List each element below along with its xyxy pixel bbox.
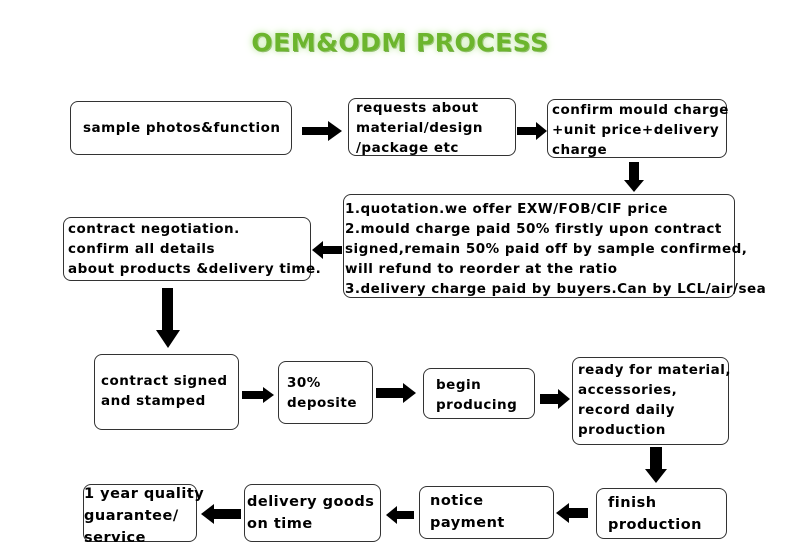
arrow-right-icon xyxy=(517,122,547,140)
step-signed: contract signed and stamped xyxy=(94,354,239,430)
step-text-line: deposite xyxy=(287,395,358,411)
step-text-line: delivery goods xyxy=(247,494,375,510)
arrow-right-icon xyxy=(376,383,416,403)
step-confirm-mould: confirm mould charge +unit price+deliver… xyxy=(547,99,729,158)
arrow-right-icon xyxy=(302,121,342,141)
step-text-line: signed,remain 50% paid off by sample con… xyxy=(345,241,748,257)
step-text-line: accessories, xyxy=(578,382,678,398)
step-text-line: and stamped xyxy=(101,393,206,409)
step-text-line: confirm mould charge xyxy=(552,102,729,118)
step-delivery: delivery goods on time xyxy=(244,484,381,542)
step-text-line: +unit price+delivery xyxy=(552,122,720,138)
step-text-line: will refund to reorder at the ratio xyxy=(345,261,618,277)
arrow-left-icon xyxy=(386,506,414,524)
arrow-right-icon xyxy=(242,387,274,403)
step-text-line: sample photos&function xyxy=(83,120,281,136)
step-text-line: guarantee/ xyxy=(84,508,179,524)
step-sample: sample photos&function xyxy=(70,101,292,155)
arrow-left-icon xyxy=(556,503,588,523)
step-text-line: production xyxy=(608,517,702,533)
step-finish: finish production xyxy=(596,488,727,539)
arrow-down-icon xyxy=(624,162,644,192)
step-text-line: begin xyxy=(436,377,482,393)
step-text-line: producing xyxy=(436,397,518,413)
step-negotiation: contract negotiation. confirm all detail… xyxy=(63,217,321,281)
step-text-line: confirm all details xyxy=(68,241,216,257)
arrow-down-icon xyxy=(156,288,180,348)
step-deposit: 30% deposite xyxy=(278,361,373,424)
step-text-line: on time xyxy=(247,516,313,532)
step-notice: notice payment xyxy=(419,486,554,539)
arrow-left-icon xyxy=(201,504,241,524)
step-text-line: 30% xyxy=(287,375,321,391)
step-text-line: notice xyxy=(430,493,484,509)
step-text-line: requests about xyxy=(356,100,479,116)
step-text-line: 3.delivery charge paid by buyers.Can by … xyxy=(345,281,767,297)
arrow-down-icon xyxy=(645,447,667,483)
step-text-line: about products &delivery time. xyxy=(68,261,322,277)
step-text-line: finish xyxy=(608,495,657,511)
step-text-line: 1 year quality xyxy=(84,486,205,502)
step-producing: begin producing xyxy=(423,368,535,419)
step-ready: ready for material, accessories, record … xyxy=(572,357,732,445)
step-text-line: 1.quotation.we offer EXW/FOB/CIF price xyxy=(345,201,668,217)
step-text-line: /package etc xyxy=(356,140,459,156)
step-text-line: 2.mould charge paid 50% firstly upon con… xyxy=(345,221,722,237)
step-text-line: record daily xyxy=(578,402,675,418)
arrow-left-icon xyxy=(312,241,342,259)
step-guarantee: 1 year quality guarantee/ service xyxy=(83,484,204,546)
step-requests: requests about material/design /package … xyxy=(348,98,516,156)
step-text-line: contract negotiation. xyxy=(68,221,240,237)
step-text-line: payment xyxy=(430,515,505,531)
step-text-line: material/design xyxy=(356,120,483,136)
step-text-line: service xyxy=(84,530,146,546)
step-text-line: ready for material, xyxy=(578,362,732,378)
step-text-line: production xyxy=(578,422,666,438)
step-text-line: charge xyxy=(552,142,608,158)
arrow-right-icon xyxy=(540,389,570,409)
step-text-line: contract signed xyxy=(101,373,228,389)
diagram-title: OEM&ODM PROCESS xyxy=(251,28,549,57)
step-quotation: 1.quotation.we offer EXW/FOB/CIF price 2… xyxy=(343,194,766,298)
